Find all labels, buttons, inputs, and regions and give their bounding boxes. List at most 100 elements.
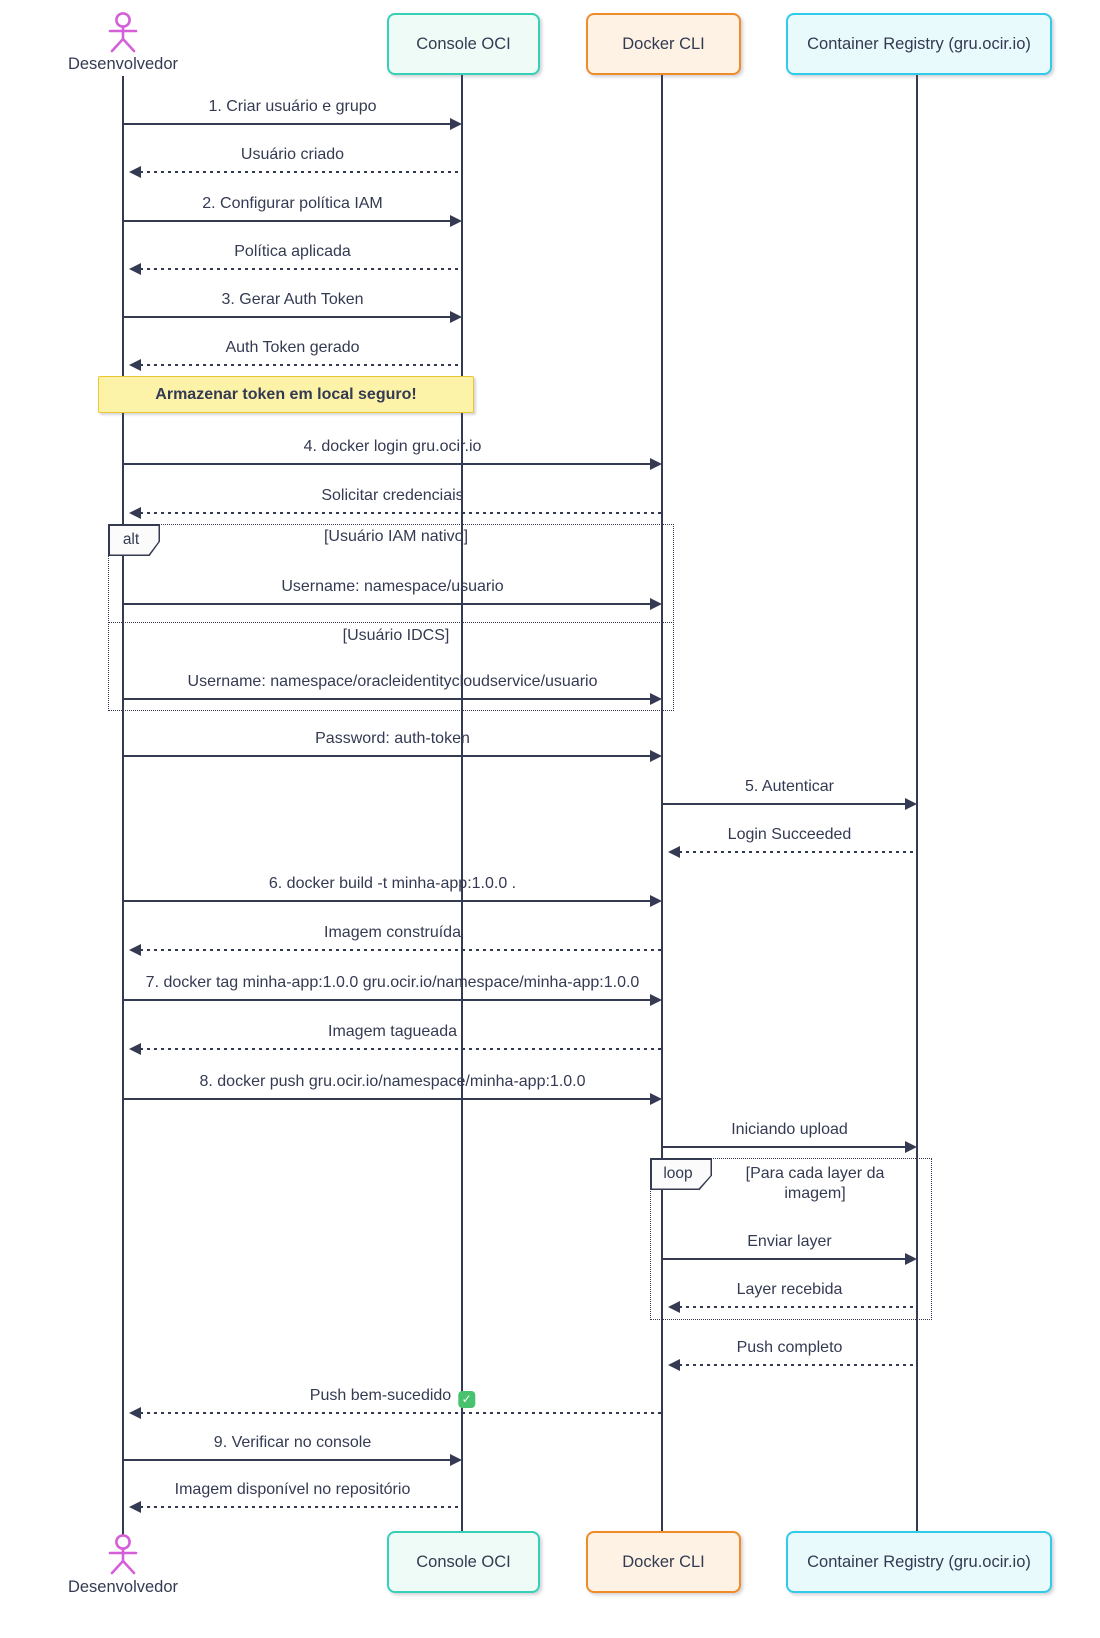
message-arrow-line (672, 851, 917, 853)
message-label: Imagem tagueada (328, 1023, 457, 1040)
message-arrow-line (133, 512, 662, 514)
message-label: 1. Criar usuário e grupo (208, 98, 377, 115)
participant-label: Console OCI (416, 1552, 511, 1571)
message-arrow-line (133, 364, 462, 366)
participant-label: Docker CLI (622, 1552, 705, 1571)
arrowhead-icon (450, 215, 468, 227)
message-arrow-line (123, 900, 652, 902)
message-arrow-line (123, 755, 652, 757)
participant-docker-cli-bottom: Docker CLI (586, 1531, 741, 1593)
message-arrow-line (123, 123, 452, 125)
participant-container-registry-top: Container Registry (gru.ocir.io) (786, 13, 1052, 75)
arrowhead-icon (123, 359, 141, 371)
message-label: Auth Token gerado (225, 339, 360, 356)
arrowhead-icon (650, 598, 668, 610)
message-label: 2. Configurar política IAM (202, 195, 383, 212)
message-arrow-line (123, 603, 652, 605)
note-store-token: Armazenar token em local seguro! (98, 376, 474, 413)
message-arrow-line (123, 1098, 652, 1100)
message-label: Imagem construída (324, 924, 461, 941)
arrowhead-icon (450, 118, 468, 130)
actor-developer-top (104, 12, 142, 54)
participant-label: Container Registry (gru.ocir.io) (807, 1552, 1031, 1571)
message-arrow-line (662, 1146, 907, 1148)
alt-condition-1: [Usuário IAM nativo] (323, 528, 469, 545)
message-label: Login Succeeded (727, 826, 852, 843)
message-arrow-line (123, 698, 652, 700)
message-label: Iniciando upload (731, 1121, 848, 1138)
lifeline-console-oci (461, 74, 463, 1531)
arrowhead-icon (123, 944, 141, 956)
message-label: Usuário criado (240, 146, 345, 163)
message-label: 7. docker tag minha-app:1.0.0 gru.ocir.i… (145, 974, 640, 991)
arrowhead-icon (905, 1253, 923, 1265)
message-arrow-line (133, 1412, 662, 1414)
participant-console-oci-bottom: Console OCI (387, 1531, 540, 1593)
participant-docker-cli-top: Docker CLI (586, 13, 741, 75)
participant-console-oci-top: Console OCI (387, 13, 540, 75)
arrowhead-icon (905, 798, 923, 810)
arrowhead-icon (662, 846, 680, 858)
alt-frame-tab-label: alt (109, 525, 159, 555)
message-label: Política aplicada (234, 243, 351, 260)
message-label: 6. docker build -t minha-app:1.0.0 . (268, 875, 517, 892)
participant-container-registry-bottom: Container Registry (gru.ocir.io) (786, 1531, 1052, 1593)
arrowhead-icon (650, 994, 668, 1006)
arrowhead-icon (662, 1359, 680, 1371)
arrowhead-icon (662, 1301, 680, 1313)
message-arrow-line (133, 268, 462, 270)
arrowhead-icon (650, 895, 668, 907)
message-arrow-line (123, 220, 452, 222)
participant-label: Console OCI (416, 34, 511, 53)
message-arrow-line (662, 803, 907, 805)
loop-frame-tab-label: loop (651, 1159, 711, 1189)
arrowhead-icon (123, 166, 141, 178)
message-arrow-line (123, 463, 652, 465)
message-arrow-line (123, 316, 452, 318)
message-label: Imagem disponível no repositório (174, 1481, 411, 1498)
arrowhead-icon (650, 693, 668, 705)
actor-icon (108, 1534, 138, 1575)
arrowhead-icon (123, 1407, 141, 1419)
alt-frame-tab: alt (108, 524, 160, 556)
arrowhead-icon (450, 311, 468, 323)
actor-developer-label-top: Desenvolvedor (67, 55, 179, 73)
participant-label: Docker CLI (622, 34, 705, 53)
lifeline-developer (122, 76, 124, 1536)
actor-developer-label-bottom: Desenvolvedor (67, 1578, 179, 1596)
message-arrow-line (133, 1506, 462, 1508)
arrowhead-icon (905, 1141, 923, 1153)
arrowhead-icon (450, 1454, 468, 1466)
message-label: Password: auth-token (315, 730, 470, 747)
alt-frame (108, 524, 674, 711)
message-label: Username: namespace/oracleidentityclouds… (187, 673, 598, 690)
message-arrow-line (123, 999, 652, 1001)
message-label: Solicitar credenciais (321, 487, 464, 504)
message-arrow-line (133, 171, 462, 173)
message-label: 5. Autenticar (745, 778, 834, 795)
alt-frame-divider (108, 622, 672, 623)
arrowhead-icon (650, 458, 668, 470)
message-label: 3. Gerar Auth Token (221, 291, 364, 308)
actor-developer-bottom (104, 1534, 142, 1576)
lifeline-docker-cli (661, 74, 663, 1531)
message-arrow-line (133, 1048, 662, 1050)
participant-label: Container Registry (gru.ocir.io) (807, 34, 1031, 53)
loop-frame-tab: loop (650, 1158, 712, 1190)
message-arrow-line (133, 949, 662, 951)
arrowhead-icon (123, 1501, 141, 1513)
message-arrow-line (672, 1364, 917, 1366)
arrowhead-icon (650, 750, 668, 762)
message-label: 9. Verificar no console (213, 1434, 372, 1451)
message-arrow-line (123, 1459, 452, 1461)
message-label: 8. docker push gru.ocir.io/namespace/min… (199, 1073, 586, 1090)
arrowhead-icon (123, 1043, 141, 1055)
loop-condition: [Para cada layer da imagem] (745, 1165, 885, 1202)
actor-icon (108, 12, 138, 53)
message-label: Push bem-sucedido✓ (310, 1386, 476, 1408)
message-label: Push completo (736, 1339, 843, 1356)
message-label: Layer recebida (736, 1281, 843, 1298)
loop-frame (650, 1158, 932, 1320)
arrowhead-icon (650, 1093, 668, 1105)
